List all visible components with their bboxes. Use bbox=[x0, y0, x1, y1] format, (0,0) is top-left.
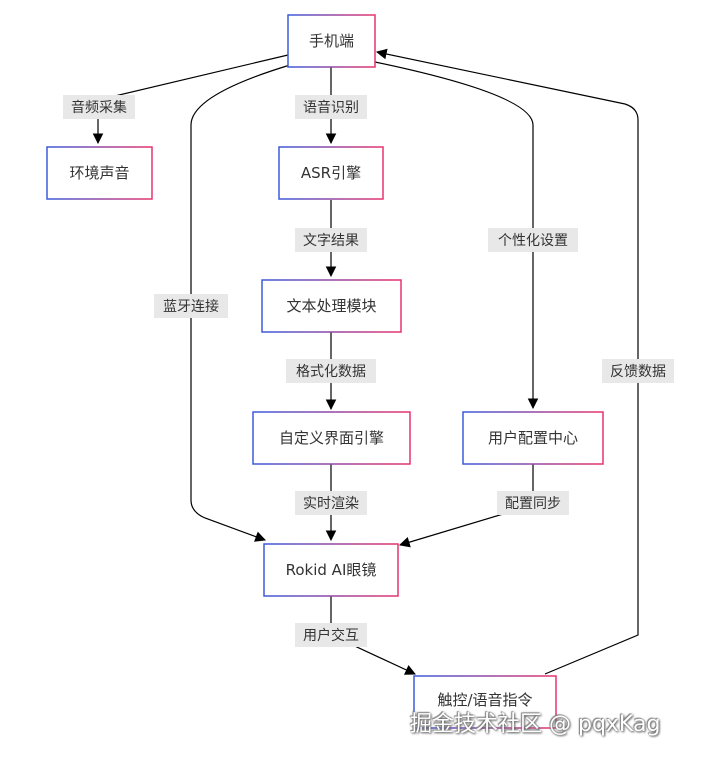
svg-text:文字结果: 文字结果 bbox=[303, 233, 359, 249]
svg-text:个性化设置: 个性化设置 bbox=[498, 233, 568, 249]
edge-label-text-result: 文字结果 bbox=[295, 228, 367, 252]
edge-label-bluetooth: 蓝牙连接 bbox=[154, 294, 228, 318]
edge-label-audio-capture: 音频采集 bbox=[63, 95, 135, 119]
svg-text:触控/语音指令: 触控/语音指令 bbox=[437, 691, 532, 709]
svg-text:文本处理模块: 文本处理模块 bbox=[286, 297, 376, 315]
svg-text:用户交互: 用户交互 bbox=[303, 627, 359, 644]
edge-label-user-interaction: 用户交互 bbox=[295, 623, 367, 647]
svg-text:蓝牙连接: 蓝牙连接 bbox=[163, 298, 219, 315]
edge-label-feedback: 反馈数据 bbox=[602, 359, 674, 383]
edge-phone-to-glasses-bluetooth bbox=[190, 64, 291, 542]
node-touch-voice-command: 触控/语音指令 bbox=[413, 675, 557, 729]
svg-text:音频采集: 音频采集 bbox=[71, 99, 127, 116]
svg-text:配置同步: 配置同步 bbox=[505, 496, 561, 512]
node-asr-engine: ASR引擎 bbox=[278, 146, 384, 200]
svg-text:格式化数据: 格式化数据 bbox=[296, 364, 366, 380]
svg-text:反馈数据: 反馈数据 bbox=[610, 364, 666, 380]
watermark: 掘金技术社区 @ pqxKag bbox=[410, 712, 661, 737]
svg-text:手机端: 手机端 bbox=[309, 32, 354, 50]
svg-text:语音识别: 语音识别 bbox=[303, 99, 359, 116]
edge-phone-to-user-config bbox=[374, 61, 539, 410]
node-phone: 手机端 bbox=[287, 14, 376, 68]
node-env-sound: 环境声音 bbox=[46, 146, 153, 200]
node-ui-engine: 自定义界面引擎 bbox=[252, 411, 411, 465]
svg-text:环境声音: 环境声音 bbox=[69, 164, 129, 182]
edge-label-personal-settings: 个性化设置 bbox=[488, 228, 578, 252]
svg-text:自定义界面引擎: 自定义界面引擎 bbox=[279, 429, 384, 447]
node-user-config: 用户配置中心 bbox=[462, 411, 604, 465]
edge-label-speech-recognition: 语音识别 bbox=[295, 95, 367, 119]
svg-text:Rokid AI眼镜: Rokid AI眼镜 bbox=[286, 561, 377, 579]
svg-text:ASR引擎: ASR引擎 bbox=[301, 164, 361, 182]
node-rokid-glasses: Rokid AI眼镜 bbox=[263, 543, 399, 597]
edge-interaction-to-phone-feedback bbox=[375, 48, 639, 675]
edge-label-realtime-render: 实时渲染 bbox=[295, 491, 367, 515]
edge-label-format-data: 格式化数据 bbox=[286, 359, 376, 383]
node-text-processing: 文本处理模块 bbox=[261, 279, 402, 333]
edge-label-config-sync: 配置同步 bbox=[497, 491, 569, 515]
svg-text:用户配置中心: 用户配置中心 bbox=[488, 429, 578, 447]
svg-text:实时渲染: 实时渲染 bbox=[303, 496, 359, 512]
